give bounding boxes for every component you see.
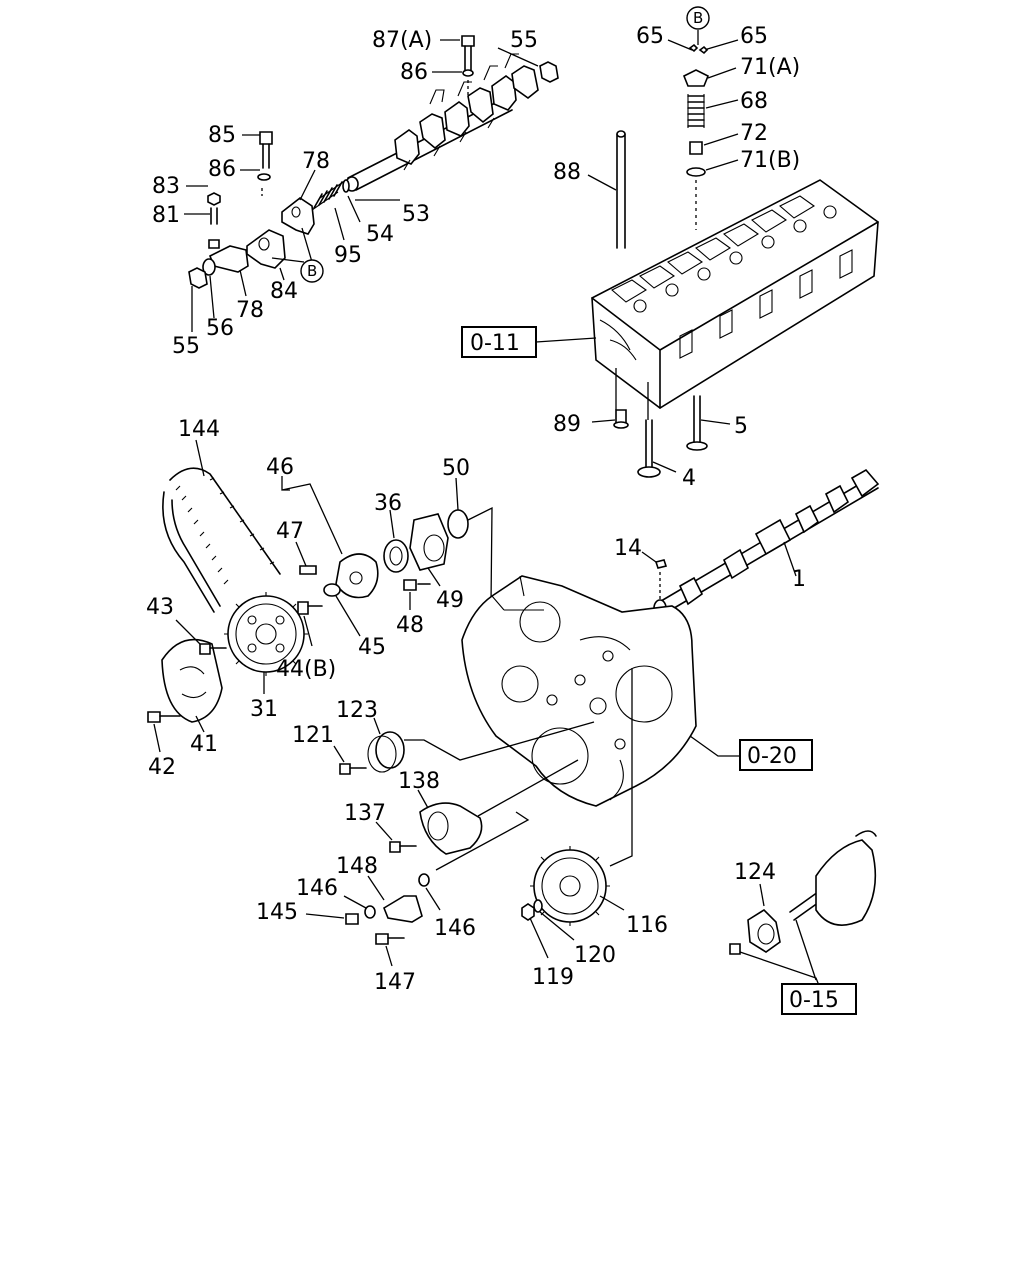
ref-box-0-15: 0-15 xyxy=(781,983,857,1015)
label-43: 43 xyxy=(146,595,174,620)
label-119: 119 xyxy=(532,965,574,990)
crankshaft-gear xyxy=(729,830,877,989)
svg-text:0-15: 0-15 xyxy=(789,988,839,1013)
svg-text:0-11: 0-11 xyxy=(470,331,520,356)
label-49: 49 xyxy=(436,588,464,613)
idler-pulleys xyxy=(333,717,595,871)
label-55-top: 55 xyxy=(510,28,538,53)
label-146-right: 146 xyxy=(434,916,476,941)
label-42: 42 xyxy=(148,755,176,780)
tensioner-group-46 xyxy=(281,476,493,701)
crank-pulley-116 xyxy=(521,668,633,959)
cylinder-head xyxy=(591,179,879,478)
label-121: 121 xyxy=(292,723,334,748)
label-78-upper: 78 xyxy=(302,149,330,174)
label-84: 84 xyxy=(270,279,298,304)
valve-spring-assembly xyxy=(587,30,739,249)
label-95: 95 xyxy=(334,243,362,268)
label-47: 47 xyxy=(276,519,304,544)
label-5: 5 xyxy=(734,414,748,439)
label-44b: 44(B) xyxy=(276,657,336,682)
label-81: 81 xyxy=(152,203,180,228)
label-145: 145 xyxy=(256,900,298,925)
svg-text:B: B xyxy=(307,262,317,280)
label-50: 50 xyxy=(442,456,470,481)
label-148: 148 xyxy=(336,854,378,879)
label-124: 124 xyxy=(734,860,776,885)
label-147: 147 xyxy=(374,970,416,995)
label-86-top: 86 xyxy=(400,60,428,85)
label-85: 85 xyxy=(208,123,236,148)
label-144: 144 xyxy=(178,417,220,442)
label-65-left: 65 xyxy=(636,24,664,49)
label-48: 48 xyxy=(396,613,424,638)
label-146-left: 146 xyxy=(296,876,338,901)
label-71b: 71(B) xyxy=(740,148,800,173)
belt-cover-41 xyxy=(147,619,227,753)
camshaft-pulley-31 xyxy=(224,592,308,694)
circle-marker-b-rocker: B xyxy=(300,259,324,283)
label-138: 138 xyxy=(398,769,440,794)
svg-text:B: B xyxy=(693,9,703,27)
timing-case xyxy=(461,575,740,807)
callout-labels: 87(A) 55 86 85 86 78 83 81 53 54 95 84 7… xyxy=(146,24,806,995)
label-56: 56 xyxy=(206,316,234,341)
label-72: 72 xyxy=(740,121,768,146)
ref-box-0-11: 0-11 xyxy=(461,326,597,358)
label-1: 1 xyxy=(792,567,806,592)
ref-box-0-20: 0-20 xyxy=(739,739,813,771)
label-45: 45 xyxy=(358,635,386,660)
label-65-right: 65 xyxy=(740,24,768,49)
label-78-lower: 78 xyxy=(236,298,264,323)
camshaft-1 xyxy=(625,468,880,617)
label-46: 46 xyxy=(266,455,294,480)
timing-belt-144 xyxy=(162,439,281,613)
label-53: 53 xyxy=(402,202,430,227)
label-55-left: 55 xyxy=(172,334,200,359)
circle-marker-b-valve: B xyxy=(686,6,710,30)
label-123: 123 xyxy=(336,698,378,723)
svg-text:0-20: 0-20 xyxy=(747,744,797,769)
label-41: 41 xyxy=(190,732,218,757)
label-116: 116 xyxy=(626,913,668,938)
label-83: 83 xyxy=(152,174,180,199)
label-36: 36 xyxy=(374,491,402,516)
label-71a: 71(A) xyxy=(740,55,800,80)
label-120: 120 xyxy=(574,943,616,968)
label-68: 68 xyxy=(740,89,768,114)
label-4: 4 xyxy=(682,466,696,491)
label-88: 88 xyxy=(553,160,581,185)
label-89: 89 xyxy=(553,412,581,437)
label-31: 31 xyxy=(250,697,278,722)
label-87a: 87(A) xyxy=(372,28,432,53)
label-86-left: 86 xyxy=(208,157,236,182)
label-137: 137 xyxy=(344,801,386,826)
bracket-148-group xyxy=(305,873,441,967)
label-14: 14 xyxy=(614,536,642,561)
rocker-shaft-assembly xyxy=(184,35,559,332)
label-54: 54 xyxy=(366,222,394,247)
